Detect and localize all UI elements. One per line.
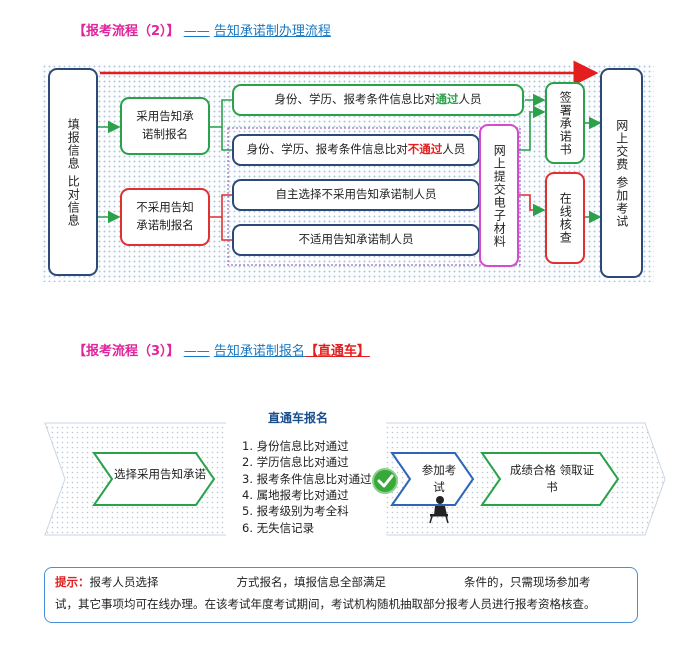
row-not-applicable-text: 不适用告知承诺制人员 <box>298 232 414 247</box>
online-submit-box: 网上提交电子材料 <box>479 124 519 267</box>
condition-item: 2. 学历信息比对通过 <box>242 455 349 470</box>
hint-line-2: 试，其它事项均可在线办理。在该考试年度考试期间，考试机构随机抽取部分报考人员进行… <box>55 596 596 611</box>
pay-exam-box: 网上交费 参加考试 <box>600 68 643 278</box>
chevron-select <box>92 452 216 506</box>
section3-header: 【报考流程（3）】 —— 告知承诺制报名【直通车】 <box>73 340 370 359</box>
section2-tag: 【报考流程（2）】 <box>73 24 180 39</box>
not-adopt-commitment-label: 不采用告知承诺制报名 <box>136 200 194 232</box>
check-circle-icon <box>372 468 398 494</box>
sign-commitment-box: 签署承诺书 <box>545 82 585 164</box>
row-passed-emph: 通过 <box>435 92 459 107</box>
step-select-label: 选择采用告知承诺 <box>114 467 206 481</box>
row-passed-text: 身份、学历、报考条件信息比对通过人员 <box>275 91 482 109</box>
not-adopt-commitment-box: 不采用告知承诺制报名 <box>120 188 210 246</box>
section3-dash: —— <box>183 344 210 359</box>
pay-exam-label: 网上交费 参加考试 <box>614 118 629 228</box>
step-exam-label: 参加考试 <box>421 463 457 495</box>
row-passed-suffix: 人员 <box>458 92 482 107</box>
person-at-desk-icon <box>429 496 449 524</box>
row-not-applicable-box: 不适用告知承诺制人员 <box>232 224 480 256</box>
condition-item: 1. 身份信息比对通过 <box>242 439 349 453</box>
sign-commitment-label: 签署承诺书 <box>558 90 573 156</box>
section3-title-emph: 【直通车】 <box>304 344 370 359</box>
direct-banner-graphic <box>44 420 666 542</box>
row-passed-prefix: 身份、学历、报考条件信息比对 <box>274 92 436 107</box>
condition-item: 4. 属地报考比对通过 <box>242 487 349 502</box>
row-self-opt-out-text: 自主选择不采用告知承诺制人员 <box>275 187 437 202</box>
banner-title: 直通车报名 <box>268 411 329 425</box>
section2-header: 【报考流程（2）】 —— 告知承诺制办理流程 <box>73 20 331 39</box>
hint-line-1: 提示：报考人员选择 方式报名，填报信息全部满足 条件的，只需现场参加考 <box>55 572 627 594</box>
row-self-opt-out-box: 自主选择不采用告知承诺制人员 <box>232 179 480 211</box>
chevron-cert <box>480 452 620 506</box>
row-failed-suffix: 人员 <box>442 142 466 157</box>
online-verify-label: 在线核查 <box>558 192 573 244</box>
flowchart-connectors <box>98 60 602 266</box>
hint-label: 提示： <box>55 575 90 589</box>
row-failed-prefix: 身份、学历、报考条件信息比对 <box>246 142 408 157</box>
row-failed-emph: 不通过 <box>407 142 443 157</box>
condition-item: 5. 报考级别为考全科 <box>242 504 349 519</box>
adopt-commitment-label: 采用告知承诺制报名 <box>136 109 194 141</box>
condition-item: 6. 无失信记录 <box>242 520 315 535</box>
hint-text-b: 方式报名，填报信息全部满足 <box>236 575 387 589</box>
online-verify-box: 在线核查 <box>545 172 585 264</box>
hint-text-a: 报考人员选择 <box>89 575 159 589</box>
section3-title: 告知承诺制报名 <box>213 344 305 359</box>
conditions-list: 1. 身份信息比对通过 2. 学历信息比对通过 3. 报考条件信息比对通过 4.… <box>242 438 372 536</box>
section3-tag: 【报考流程（3）】 <box>73 344 180 359</box>
chevron-exam <box>390 452 475 506</box>
fill-info-box: 填报信息 比对信息 <box>48 68 98 276</box>
section2-title: 告知承诺制办理流程 <box>213 24 331 39</box>
hint-box: 提示：报考人员选择 方式报名，填报信息全部满足 条件的，只需现场参加考 试，其它事项… <box>44 567 638 623</box>
hint-text-c: 条件的，只需现场参加考 <box>464 575 591 589</box>
section2-dash: —— <box>183 24 210 39</box>
online-submit-label: 网上提交电子材料 <box>492 143 507 248</box>
row-passed-box: 身份、学历、报考条件信息比对通过人员 <box>232 84 524 116</box>
row-failed-text: 身份、学历、报考条件信息比对不通过人员 <box>247 141 466 159</box>
row-failed-box: 身份、学历、报考条件信息比对不通过人员 <box>232 134 480 166</box>
condition-item: 3. 报考条件信息比对通过 <box>242 471 372 486</box>
adopt-commitment-box: 采用告知承诺制报名 <box>120 97 210 155</box>
step-cert-label: 成绩合格 领取证书 <box>509 463 595 495</box>
fill-info-label: 填报信息 比对信息 <box>66 117 81 227</box>
